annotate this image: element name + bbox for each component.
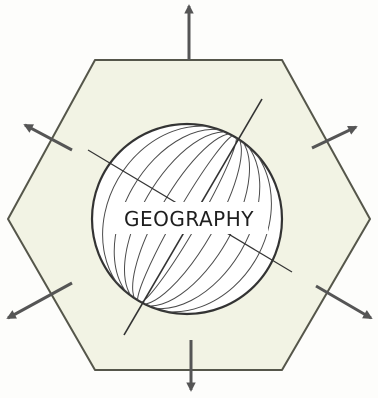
arrow-lower-right-icon xyxy=(316,286,371,318)
center-label: GEOGRAPHY xyxy=(124,207,254,231)
